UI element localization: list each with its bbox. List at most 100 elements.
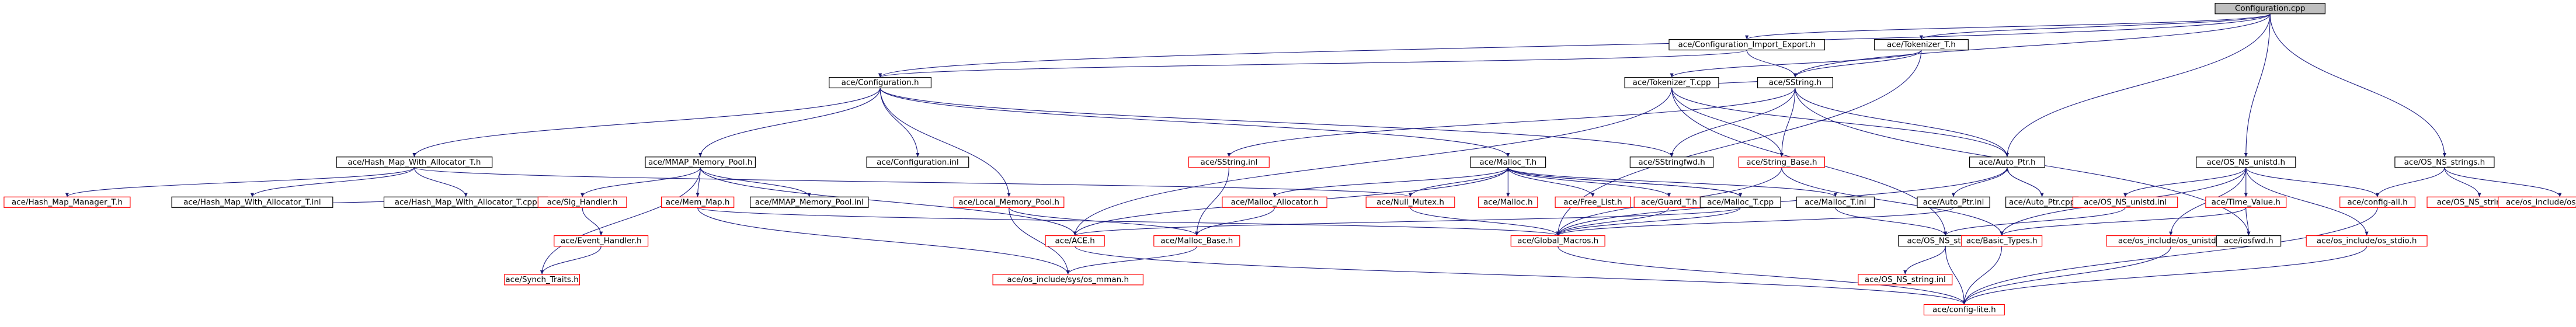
node-ace-string-base-h[interactable]: ace/String_Base.h [1738,156,1825,168]
node-ace-global-macros-h[interactable]: ace/Global_Macros.h [1510,235,1605,247]
node-label: ace/Local_Memory_Pool.h [958,197,1059,207]
edge-n9-to-n46 [540,167,701,274]
node-ace-auto-ptr-h[interactable]: ace/Auto_Ptr.h [1969,156,2045,168]
node-configuration-cpp[interactable]: Configuration.cpp [2215,3,2325,15]
node-label: ace/Global_Macros.h [1517,236,1598,246]
node-ace-synch-traits-h[interactable]: ace/Synch_Traits.h [504,274,580,286]
node-ace-config-lite-h[interactable]: ace/config-lite.h [1923,304,2005,316]
node-box [1555,196,1631,208]
node-box [1699,196,1781,208]
node-label: ace/Hash_Map_Manager_T.h [12,197,123,207]
edge-n11-to-n24 [1408,167,1508,197]
node-label: ace/Configuration_Import_Export.h [1678,40,1815,50]
edge-n3-to-n8 [412,88,881,157]
node-box [2339,196,2415,208]
node-ace-iosfwd-h[interactable]: ace/iosfwd.h [2216,235,2282,247]
node-label: ace/Configuration.inl [877,158,958,167]
node-ace-os-ns-string-inl[interactable]: ace/OS_NS_string.inl [1858,274,1953,286]
edge-n3-to-n11 [879,88,1510,157]
edge-n30-to-n40 [1556,207,1954,236]
node-label: ace/MMAP_Memory_Pool.inl [755,197,864,207]
node-ace-os-include-os-stdio-h[interactable]: ace/os_include/os_stdio.h [2306,235,2428,247]
node-ace-malloc-t-inl[interactable]: ace/Malloc_T.inl [1796,196,1875,208]
node-ace-os-ns-unistd-inl[interactable]: ace/OS_NS_unistd.inl [2072,196,2178,208]
node-ace-malloc-base-h[interactable]: ace/Malloc_Base.h [1153,235,1240,247]
node-ace-ace-h[interactable]: ace/ACE.h [1045,235,1105,247]
edge-n40-to-n49 [1558,246,1966,305]
node-ace-tokenizer-t-h[interactable]: ace/Tokenizer_T.h [1873,39,1969,51]
node-ace-auto-ptr-cpp[interactable]: ace/Auto_Ptr.cpp [2005,196,2079,208]
node-ace-sstring-inl[interactable]: ace/SString.inl [1188,156,1270,168]
node-box [1757,76,1833,89]
node-label: ace/Null_Mutex.h [1376,197,1444,207]
edge-n28-to-n11 [1506,167,1741,197]
node-label: ace/Event_Handler.h [561,236,642,246]
node-box [1668,39,1826,51]
edge-n0-to-n5 [1793,13,2271,78]
edge-n2-to-n5 [1793,50,1922,78]
node-ace-auto-ptr-inl[interactable]: ace/Auto_Ptr.inl [1917,196,1990,208]
edge-n20-to-n40 [697,207,1560,236]
node-box [992,274,1143,286]
edge-n27-to-n40 [1556,207,1670,236]
edge-n6-to-n32 [2123,167,2247,197]
node-label: ace/String_Base.h [1746,158,1817,167]
node-box [2498,196,2576,208]
node-ace-configuration-inl[interactable]: ace/Configuration.inl [866,156,969,168]
node-label: ace/Mem_Map.h [666,197,730,207]
node-label: ace/Basic_Types.h [1966,236,2038,246]
node-label: ace/OS_NS_strings.h [2404,158,2485,167]
node-ace-malloc-t-h[interactable]: ace/Malloc_T.h [1470,156,1546,168]
edge-n6-to-n43 [2245,167,2369,236]
edge-n31-to-n15 [2005,167,2043,197]
node-box [829,76,932,89]
node-label: ace/SStringfwd.h [1638,158,1705,167]
node-ace-local-memory-pool-h[interactable]: ace/Local_Memory_Pool.h [953,196,1065,208]
node-ace-mem-map-h[interactable]: ace/Mem_Map.h [660,196,735,208]
node-ace-time-value-h[interactable]: ace/Time_Value.h [2205,196,2287,208]
node-ace-os-include-os-unistd-h[interactable]: ace/os_include/os_unistd.h [2106,235,2236,247]
edge-n4-to-n38 [1073,88,1673,236]
edge-n3-to-n14 [879,88,1674,157]
node-label: ace/Hash_Map_With_Allocator_T.cpp [395,197,537,207]
node-ace-hash-map-with-allocator-t-h[interactable]: ace/Hash_Map_With_Allocator_T.h [336,156,493,168]
node-box [1153,235,1240,247]
node-ace-sstring-h[interactable]: ace/SString.h [1757,76,1833,89]
edge-n19-to-n37 [582,207,603,236]
node-box [1624,76,1719,89]
node-ace-sig-handler-h[interactable]: ace/Sig_Handler.h [537,196,627,208]
node-ace-os-ns-unistd-h[interactable]: ace/OS_NS_unistd.h [2196,156,2296,168]
node-ace-basic-types-h[interactable]: ace/Basic_Types.h [1961,235,2043,247]
node-box [660,196,735,208]
node-ace-malloc-h[interactable]: ace/Malloc.h [1478,196,1538,208]
node-ace-malloc-allocator-h[interactable]: ace/Malloc_Allocator.h [1222,196,1327,208]
edge-n0-to-n2 [1920,13,2271,40]
node-ace-mmap-memory-pool-inl[interactable]: ace/MMAP_Memory_Pool.inl [750,196,869,208]
node-ace-hash-map-with-allocator-t-cpp[interactable]: ace/Hash_Map_With_Allocator_T.cpp [383,196,548,208]
edge-n20-to-n47 [697,207,1070,274]
node-box [1858,274,1953,286]
node-ace-os-ns-strings-h[interactable]: ace/OS_NS_strings.h [2394,156,2495,168]
node-ace-config-all-h[interactable]: ace/config-all.h [2339,196,2415,208]
node-ace-null-mutex-h[interactable]: ace/Null_Mutex.h [1365,196,1455,208]
node-ace-tokenizer-t-cpp[interactable]: ace/Tokenizer_T.cpp [1624,76,1719,89]
edge-n5-to-n15 [1795,88,2009,157]
node-ace-hash-map-with-allocator-t-inl[interactable]: ace/Hash_Map_With_Allocator_T.inl [171,196,333,208]
node-ace-free-list-h[interactable]: ace/Free_List.h [1555,196,1631,208]
node-ace-os-include-sys-os-mman-h[interactable]: ace/os_include/sys/os_mman.h [992,274,1143,286]
node-box [1873,39,1969,51]
node-ace-sstringfwd-h[interactable]: ace/SStringfwd.h [1629,156,1714,168]
edge-n44-to-n49 [1962,246,2003,305]
node-box [1045,235,1105,247]
node-box [750,196,869,208]
node-ace-os-include-os-strings-h[interactable]: ace/os_include/os_strings.h [2498,196,2576,208]
node-ace-mmap-memory-pool-h[interactable]: ace/MMAP_Memory_Pool.h [645,156,756,168]
node-ace-configuration-import-export-h[interactable]: ace/Configuration_Import_Export.h [1668,39,1826,51]
node-ace-configuration-h[interactable]: ace/Configuration.h [829,76,932,89]
edge-n12-to-n39 [1195,167,1229,236]
node-ace-event-handler-h[interactable]: ace/Event_Handler.h [554,235,649,247]
node-ace-hash-map-manager-t-h[interactable]: ace/Hash_Map_Manager_T.h [4,196,131,208]
node-ace-malloc-t-cpp[interactable]: ace/Malloc_T.cpp [1699,196,1781,208]
node-label: ace/Tokenizer_T.h [1887,40,1956,50]
node-ace-guard-t-h[interactable]: ace/Guard_T.h [1633,196,1705,208]
